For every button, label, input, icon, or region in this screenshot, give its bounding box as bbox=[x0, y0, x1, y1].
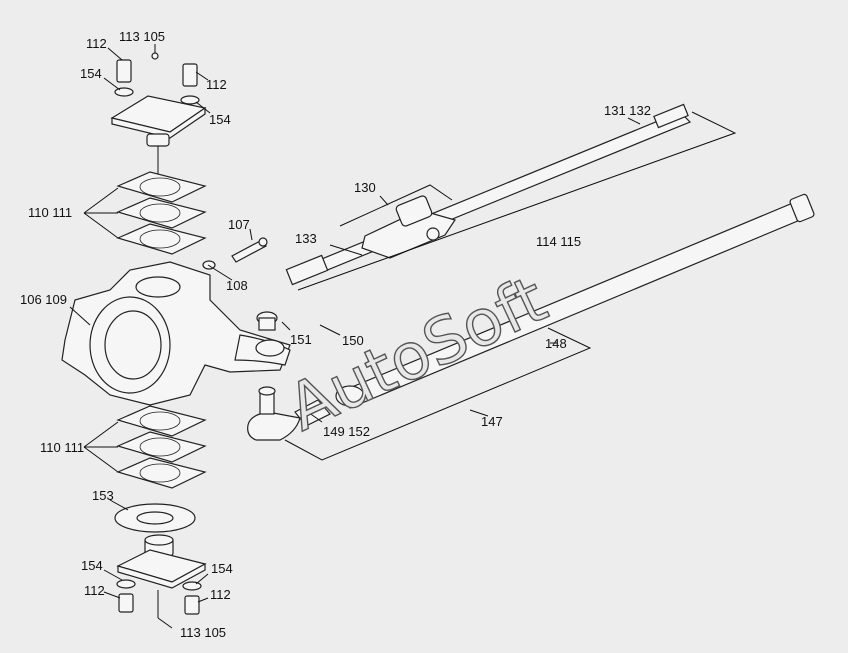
callout-110-111: 110 111 bbox=[40, 440, 84, 455]
watermark-text: AutoSoft bbox=[277, 263, 557, 446]
upper-shims bbox=[116, 171, 207, 255]
callout-154: 154 bbox=[209, 112, 231, 127]
upper-tie-rod bbox=[285, 103, 692, 286]
callout-113-105: 113 105 bbox=[180, 625, 226, 640]
callout-154: 154 bbox=[80, 66, 102, 81]
callout-113-105: 113 105 bbox=[119, 29, 165, 44]
lower-tie-rod bbox=[247, 193, 815, 441]
lower-shims bbox=[116, 405, 207, 489]
callout-labels: 112 113 105 154 112 154 131 132 130 110 … bbox=[20, 29, 651, 640]
callout-151: 151 bbox=[290, 332, 312, 347]
callout-148: 148 bbox=[545, 336, 567, 351]
top-cap-assembly bbox=[110, 52, 207, 178]
callout-110-111: 110 111 bbox=[28, 205, 72, 220]
steering-knuckle bbox=[61, 261, 291, 406]
callout-154: 154 bbox=[81, 558, 103, 573]
callout-147: 147 bbox=[481, 414, 503, 429]
callout-108: 108 bbox=[226, 278, 248, 293]
callout-106-109: 106 109 bbox=[20, 292, 67, 307]
callout-112: 112 bbox=[210, 587, 231, 602]
callout-149-152: 149 152 bbox=[323, 424, 370, 439]
callout-150: 150 bbox=[342, 333, 364, 348]
callout-153: 153 bbox=[92, 488, 114, 503]
callout-131-132: 131 132 bbox=[604, 103, 651, 118]
callout-112: 112 bbox=[86, 36, 107, 51]
callout-112: 112 bbox=[206, 77, 227, 92]
callout-107: 107 bbox=[228, 217, 250, 232]
callout-114-115: 114 115 bbox=[536, 234, 581, 249]
bottom-cap-assembly bbox=[114, 503, 207, 618]
callout-130: 130 bbox=[354, 180, 376, 195]
leader-lines bbox=[69, 44, 737, 629]
callout-133: 133 bbox=[295, 231, 317, 246]
callout-154: 154 bbox=[211, 561, 233, 576]
callout-112: 112 bbox=[84, 583, 105, 598]
